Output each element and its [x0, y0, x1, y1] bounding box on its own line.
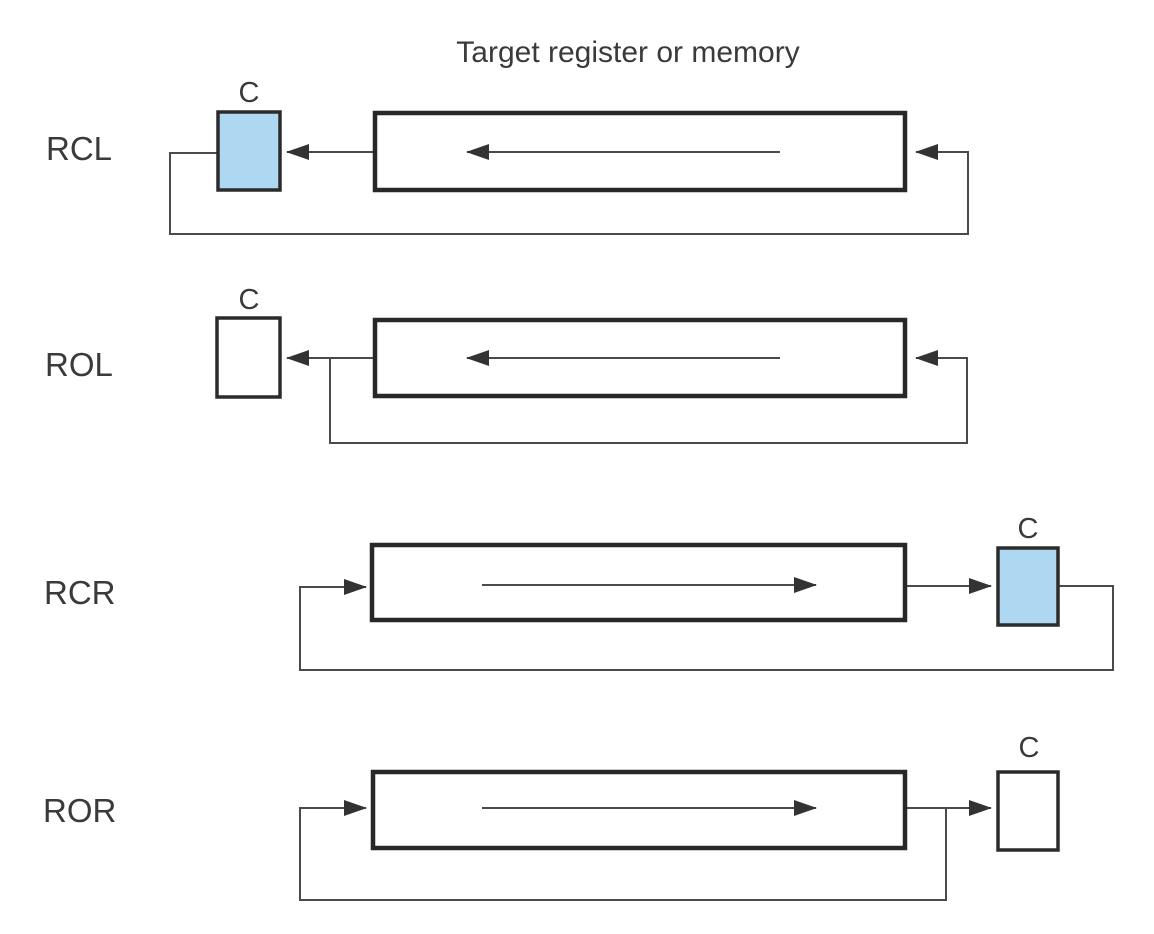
rol-carry-box — [215, 316, 282, 399]
ror-carry-label: C — [1019, 732, 1040, 764]
rol-label: ROL — [45, 346, 113, 383]
rcr-label: RCR — [44, 574, 116, 611]
diagram-title: Target register or memory — [456, 36, 799, 69]
ror-feedback-path — [299, 800, 947, 901]
row-rol: ROL C — [45, 284, 968, 444]
rol-feedback-path — [329, 350, 968, 444]
rcl-carry-box — [216, 110, 282, 192]
rcl-feedback-path — [169, 144, 969, 235]
rol-carry-label: C — [239, 284, 260, 316]
rol-register-box — [372, 317, 908, 399]
rcl-label: RCL — [46, 130, 112, 167]
rcl-carry-label: C — [239, 77, 260, 109]
ror-carry-box — [996, 770, 1060, 852]
rcr-carry-box — [996, 546, 1060, 627]
rcr-carry-label: C — [1018, 513, 1039, 545]
row-ror: ROR C — [43, 732, 1060, 901]
ror-register-box — [370, 769, 908, 851]
row-rcr: RCR C — [44, 513, 1114, 671]
rcr-feedback-path — [299, 579, 1114, 671]
ror-label: ROR — [43, 792, 116, 829]
row-rcl: RCL C — [46, 77, 969, 235]
rcr-register-box — [369, 542, 908, 623]
